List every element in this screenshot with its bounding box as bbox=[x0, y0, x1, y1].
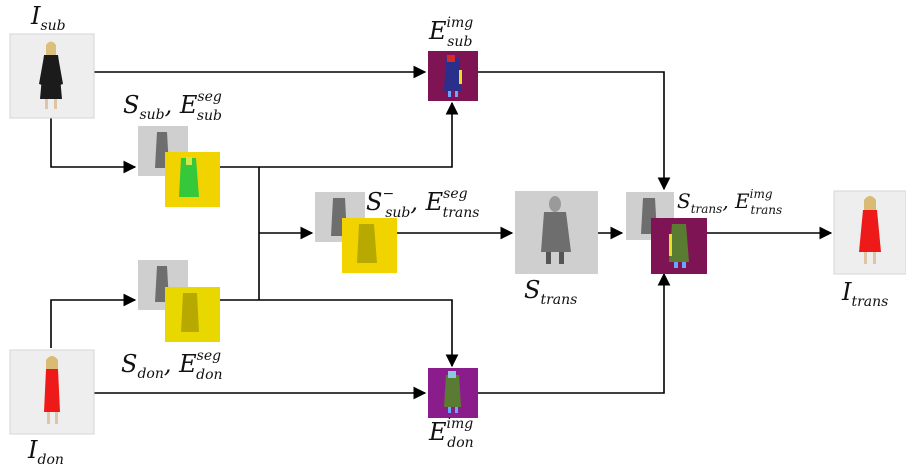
arrow-edon-seg-to-edon-img bbox=[220, 299, 459, 368]
arrow-edon-img-to-etrans bbox=[478, 272, 671, 394]
subject-photo bbox=[9, 33, 95, 119]
arrow-esub-seg-to-esub-img bbox=[220, 101, 459, 168]
donor-photo bbox=[9, 349, 95, 435]
e-sub-seg-map bbox=[165, 152, 220, 207]
e-trans-img-map bbox=[651, 218, 707, 274]
arrow-isub-to-ssub bbox=[50, 118, 137, 174]
s-trans-map bbox=[515, 191, 598, 274]
label-i-don: Idon bbox=[27, 436, 64, 468]
connectors bbox=[50, 65, 833, 400]
arrow-esub-img-to-etrans bbox=[478, 71, 671, 191]
e-sub-img-map bbox=[428, 51, 478, 101]
label-i-trans: Itrans bbox=[841, 278, 888, 310]
label-i-sub: Isub bbox=[30, 2, 66, 34]
e-don-seg-map bbox=[165, 287, 220, 342]
e-don-img-map bbox=[428, 368, 478, 418]
arrow-idon-to-sdon bbox=[50, 293, 137, 348]
label-s-trans: Strans bbox=[524, 276, 577, 308]
output-photo bbox=[833, 190, 906, 275]
e-trans-seg-map bbox=[342, 218, 397, 273]
